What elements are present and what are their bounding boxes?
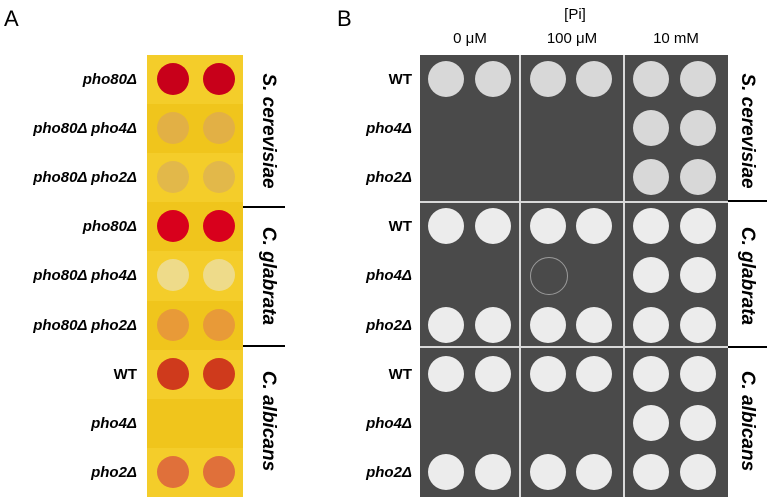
colony-spot: [157, 161, 189, 194]
panel-b-letter: B: [337, 6, 352, 31]
colony-spot: [576, 306, 612, 343]
species-divider-b-1: [728, 200, 767, 202]
species-divider-b-2: [728, 346, 767, 348]
colony-spot: [203, 357, 235, 390]
colony-spot: [633, 404, 669, 441]
colony-spot: [475, 355, 511, 392]
colony-spot: [576, 355, 612, 392]
strain-label: pho80Δ pho2Δ: [33, 316, 137, 334]
column-header-10mm: 10 mM: [653, 30, 699, 47]
species-label-b-s-cerevisiae: S. cerevisiae: [737, 73, 758, 189]
colony-spot: [576, 453, 612, 490]
species-divider-a-2: [243, 345, 285, 347]
colony-spot: [633, 110, 669, 147]
colony-spot: [680, 404, 716, 441]
strain-label: WT: [388, 71, 412, 88]
colony-spot: [680, 355, 716, 392]
colony-spot: [157, 210, 189, 243]
colony-spot: [633, 61, 669, 97]
colony-spot: [633, 257, 669, 294]
colony-spot: [157, 63, 189, 95]
colony-spot: [633, 159, 669, 196]
colony-spot: [530, 306, 566, 343]
column-separator: [519, 55, 521, 497]
colony-spot: [428, 355, 464, 392]
colony-spot: [203, 455, 235, 488]
species-label-b-c-albicans: C. albicans: [737, 370, 758, 472]
colony-spot: [633, 306, 669, 343]
colony-spot: [680, 208, 716, 245]
colony-spot: [203, 308, 235, 341]
colony-spot: [680, 159, 716, 196]
colony-spot: [530, 61, 566, 97]
colony-spot: [530, 453, 566, 490]
species-label-b-c-glabrata: C. glabrata: [737, 226, 758, 326]
colony-spot: [475, 453, 511, 490]
colony-spot: [157, 357, 189, 390]
colony-spot: [530, 355, 566, 392]
strain-label: pho80Δ pho4Δ: [33, 267, 137, 285]
colony-spot: [475, 306, 511, 343]
strain-label: WT: [388, 365, 412, 383]
panel-a-letter: A: [4, 6, 19, 31]
species-separator: [420, 201, 728, 203]
colony-spot: [633, 355, 669, 392]
species-label-a-s-cerevisiae: S. cerevisiae: [258, 73, 279, 189]
colony-spot: [157, 259, 189, 292]
colony-spot: [680, 453, 716, 490]
colony-spot: [475, 208, 511, 245]
strain-label: pho4Δ: [366, 414, 412, 432]
strain-label: pho2Δ: [366, 169, 412, 187]
strain-label: pho2Δ: [366, 316, 412, 334]
pi-concentration-header: [Pi]: [564, 6, 586, 23]
column-separator: [623, 55, 625, 497]
column-header-0um: 0 μM: [453, 30, 487, 47]
colony-spot: [157, 308, 189, 341]
strain-label: WT: [113, 365, 137, 383]
panel-a-plate: [147, 55, 243, 497]
strain-label: pho4Δ: [91, 414, 137, 432]
colony-spot: [428, 306, 464, 343]
species-separator: [420, 346, 728, 348]
strain-label: pho2Δ: [366, 463, 412, 481]
strain-label: pho80Δ pho4Δ: [33, 120, 137, 138]
strain-label: pho80Δ: [82, 218, 137, 236]
colony-spot: [530, 208, 566, 245]
colony-spot: [203, 112, 235, 145]
strain-label: pho4Δ: [366, 120, 412, 138]
strain-label: WT: [388, 218, 412, 236]
colony-spot: [203, 63, 235, 95]
column-header-100um: 100 μM: [546, 30, 598, 47]
colony-spot: [530, 257, 568, 296]
colony-spot: [680, 61, 716, 97]
colony-spot: [576, 208, 612, 245]
colony-spot: [428, 61, 464, 97]
species-label-a-c-glabrata: C. glabrata: [258, 226, 279, 326]
colony-spot: [157, 112, 189, 145]
plate-a-row: [147, 398, 243, 448]
colony-spot: [680, 110, 716, 147]
strain-label: pho4Δ: [366, 267, 412, 285]
colony-spot: [203, 259, 235, 292]
strain-label: pho2Δ: [91, 463, 137, 481]
colony-spot: [157, 455, 189, 488]
strain-label: pho80Δ pho2Δ: [33, 169, 137, 187]
colony-spot: [633, 208, 669, 245]
colony-spot: [633, 453, 669, 490]
colony-spot: [428, 453, 464, 490]
colony-spot: [680, 306, 716, 343]
colony-spot: [203, 210, 235, 243]
species-label-a-c-albicans: C. albicans: [258, 370, 279, 472]
colony-spot: [475, 61, 511, 97]
panel-b-plate: [420, 55, 728, 497]
strain-label: pho80Δ: [82, 71, 137, 88]
species-divider-a-1: [243, 206, 285, 208]
colony-spot: [428, 208, 464, 245]
colony-spot: [203, 161, 235, 194]
colony-spot: [576, 61, 612, 97]
colony-spot: [680, 257, 716, 294]
